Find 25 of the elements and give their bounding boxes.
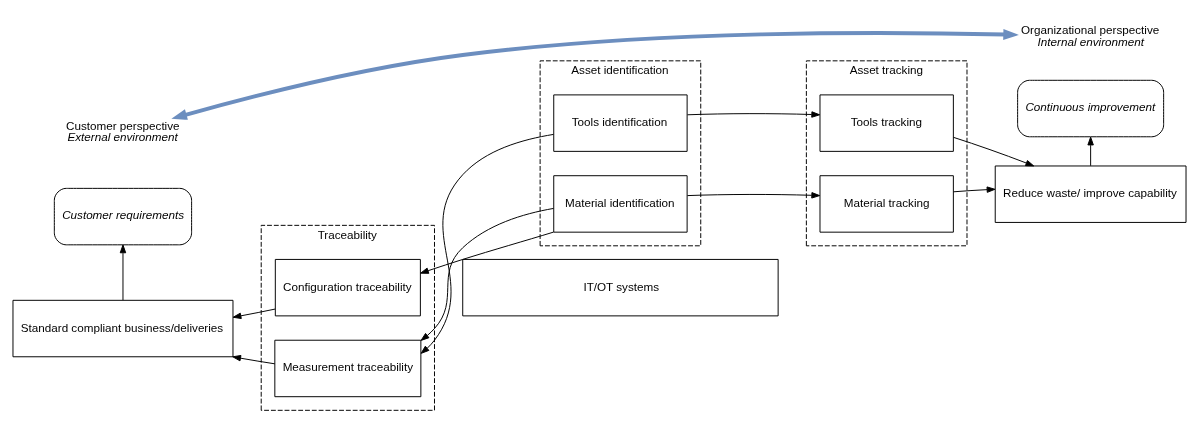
arrow xyxy=(171,29,1019,120)
arrow xyxy=(686,192,821,199)
node-box: Customer requirements xyxy=(53,187,193,246)
node-box: Material identification xyxy=(553,175,688,233)
arrow xyxy=(119,244,127,301)
node-box: Continuous improvement xyxy=(1017,79,1165,138)
node-box: Reduce waste/ improve capability xyxy=(994,165,1187,223)
node-box: Measurement traceability xyxy=(274,339,422,398)
node-box: Configuration traceability xyxy=(274,258,421,317)
arrow xyxy=(1087,136,1094,167)
node-box: IT/OT systems xyxy=(462,258,779,317)
arrow xyxy=(420,207,554,341)
node-box: Standard compliant business/deliveries xyxy=(12,299,234,358)
arrow xyxy=(420,133,554,354)
arrow xyxy=(953,136,1035,167)
arrow xyxy=(953,186,996,193)
node-box: Tools identification xyxy=(553,94,688,152)
node-text: Customer perspective External environment xyxy=(66,118,180,144)
node-box: Material tracking xyxy=(819,175,954,233)
node-text: Organizational perspective Internal environment xyxy=(1021,23,1160,48)
arrow xyxy=(232,308,276,320)
arrow xyxy=(420,231,555,274)
arrow xyxy=(232,355,276,365)
node-box: Tools tracking xyxy=(819,94,954,152)
arrow xyxy=(686,111,821,118)
